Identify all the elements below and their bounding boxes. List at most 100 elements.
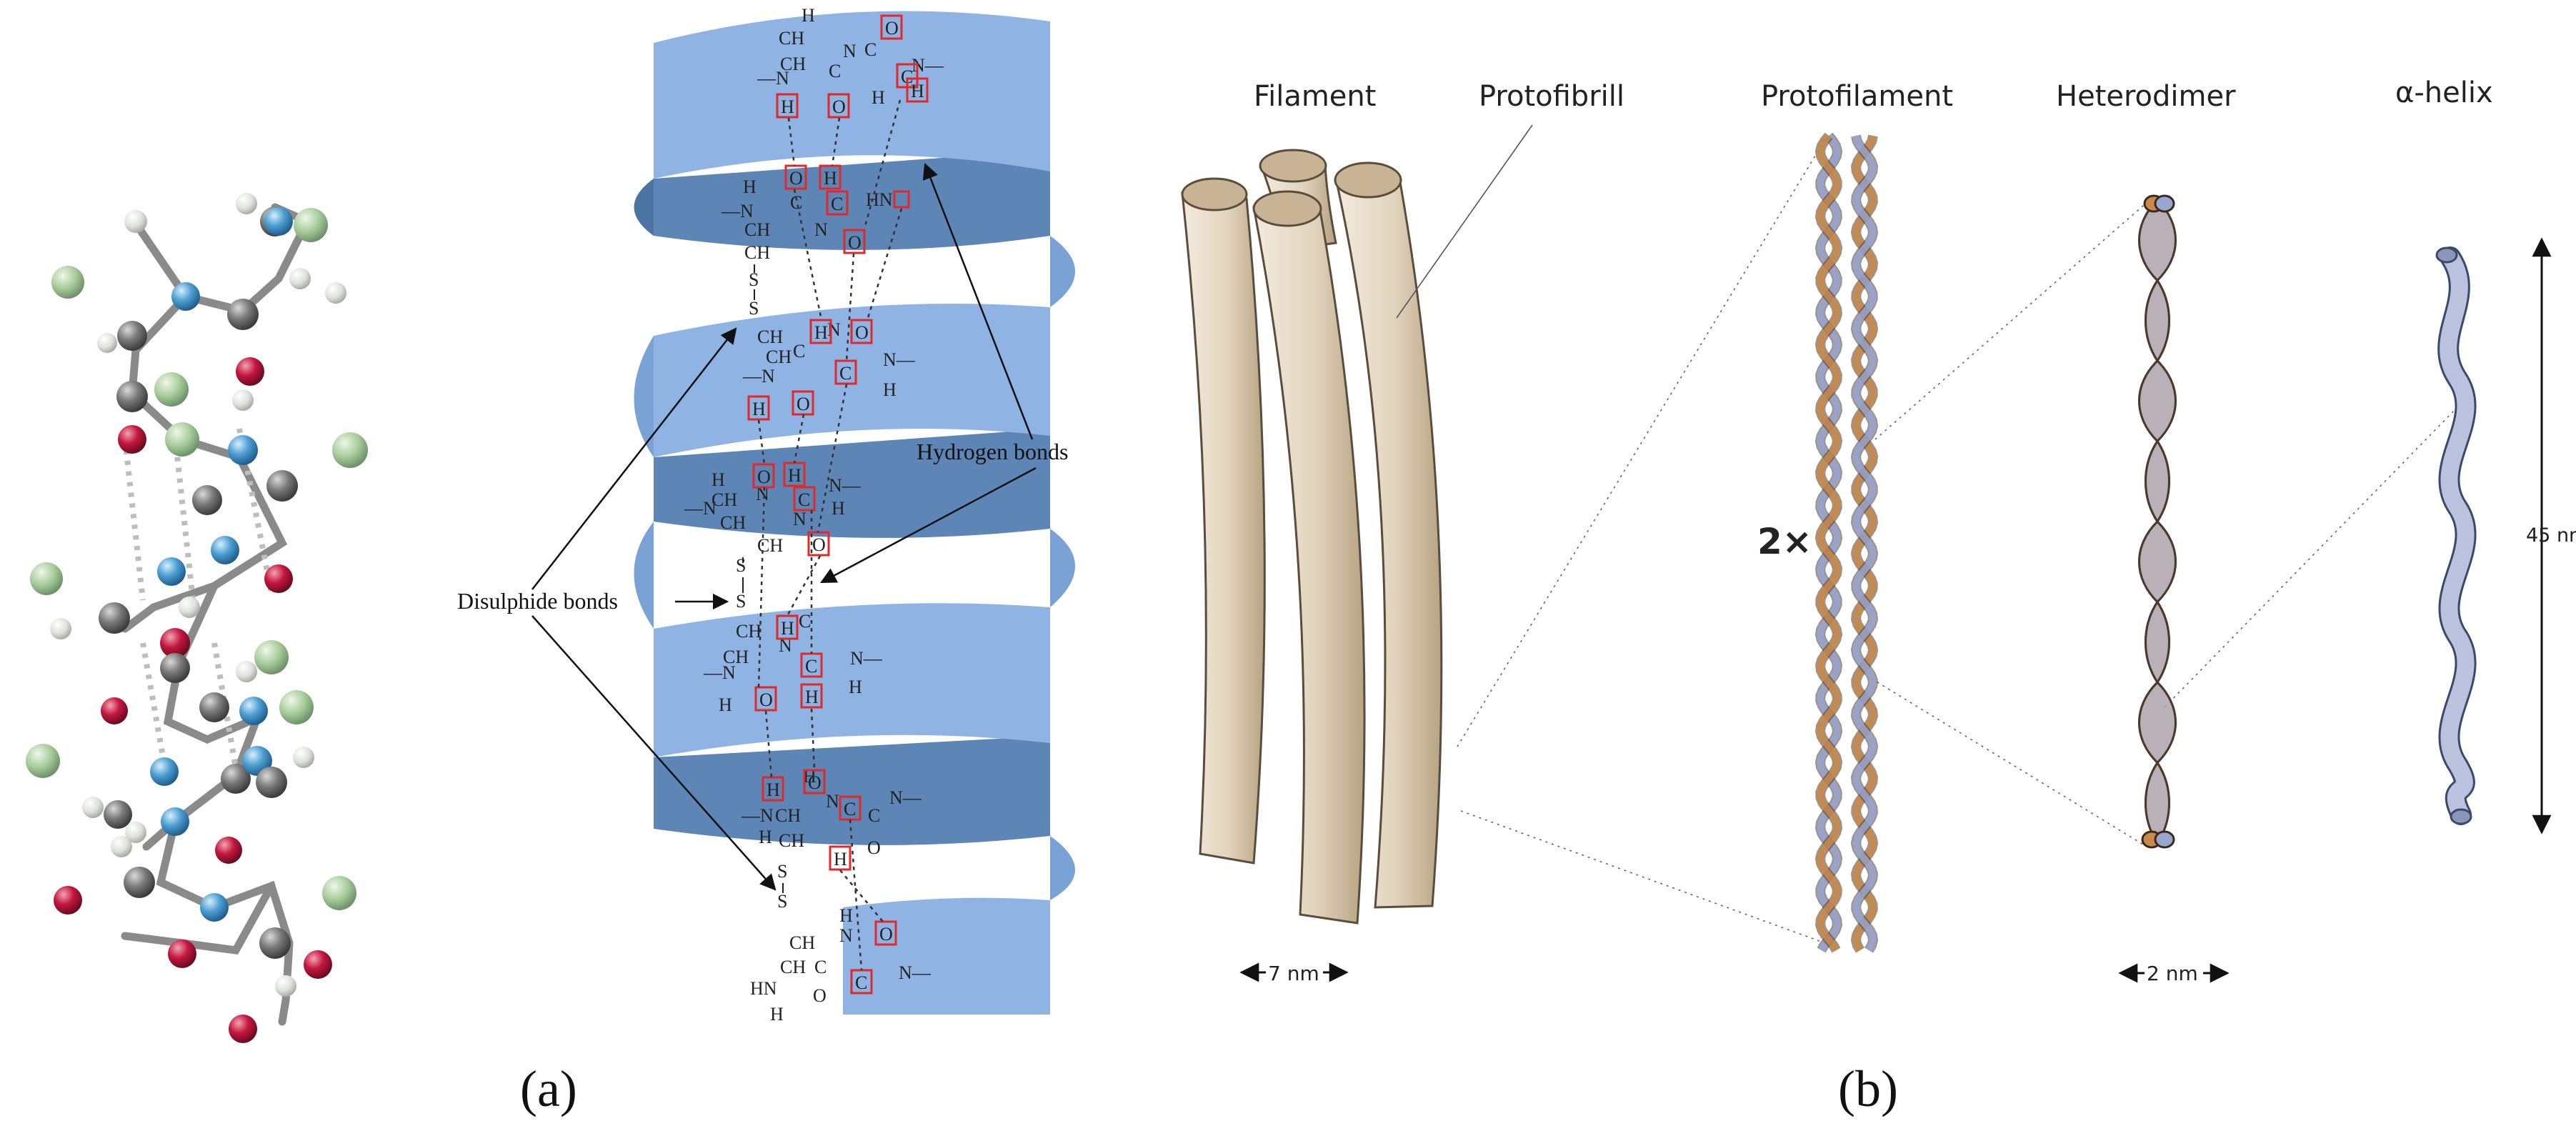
boxed-o: O [848, 232, 862, 253]
boxed-atoms: O C O H H O H C O H O C H O O H C O H C … [747, 14, 929, 995]
leader-lines [1396, 124, 2455, 944]
heterodimer-end-cap [2154, 830, 2175, 849]
bond-n: —N [742, 366, 775, 387]
boxed-h: H [752, 399, 766, 419]
boxed-c: C [901, 66, 913, 87]
atom-n: N [756, 484, 769, 504]
n-bond: N— [883, 349, 916, 370]
group-ch: CH [744, 219, 770, 240]
atom-s: S [736, 591, 746, 612]
boxed-o: O [757, 467, 771, 487]
atom-s: S [777, 861, 787, 882]
atom-c: C [799, 611, 811, 632]
boxed-o: O [812, 534, 826, 555]
ball-and-stick-helix-model [26, 193, 368, 1043]
atom-n: N [843, 41, 857, 61]
boxed-o: O [885, 18, 899, 39]
atom-h: H [802, 5, 815, 26]
alpha-helix-title: α-helix [2395, 76, 2493, 109]
heterodimer-segment [2138, 198, 2177, 282]
panel-label-b: (b) [1838, 1060, 1898, 1117]
boxed-h: H [767, 779, 780, 800]
atom-h: H [719, 694, 732, 715]
group-ch2: CH [744, 242, 770, 263]
atom-n: N [793, 509, 807, 529]
bond-n: —N [703, 662, 736, 683]
hydrogen-bond-dashes [122, 428, 274, 769]
boxed-o: O [832, 96, 846, 117]
atom-c: C [793, 341, 805, 362]
heterodimer-segment [2138, 519, 2177, 604]
group-hn: HN [750, 978, 777, 999]
filament-bundle [1181, 149, 1443, 925]
boxed-o: O [808, 772, 822, 793]
heterodimer-segment [2138, 359, 2177, 443]
ribbon-helix [634, 11, 1075, 1015]
atom-h: H [849, 677, 862, 697]
atom-s: S [749, 269, 759, 290]
atom-n: N [827, 319, 841, 340]
boxed-c: C [839, 363, 852, 384]
strand [1816, 133, 1842, 952]
group-ch2: CH [789, 932, 815, 953]
n-bond: N— [829, 475, 862, 496]
atom-h: H [883, 379, 897, 400]
atom-c: C [829, 61, 841, 81]
disulphide-bonds-label: Disulphide bonds [457, 588, 618, 614]
boxed-h: H [781, 618, 794, 639]
bond-lines [742, 264, 784, 893]
heterodimer-mirror [2138, 198, 2177, 845]
heterodimer-end-cap [2154, 194, 2175, 213]
group-ch: CH [723, 647, 749, 667]
atom-n: N [779, 635, 792, 656]
boxed-c: C [844, 799, 856, 819]
bond-n: —N [741, 805, 774, 826]
heterodimer-segment [2138, 680, 2177, 764]
hydrogen-bonds-label: Hydrogen bonds [917, 439, 1068, 464]
group-ch2: CH [736, 621, 762, 642]
boxed-c: C [855, 972, 867, 993]
boxed-o: O [759, 689, 773, 710]
boxed-h: H [834, 849, 847, 870]
atom-h: H [759, 827, 772, 847]
atom-o-plain: O [813, 985, 827, 1006]
atom-h: H [872, 87, 885, 108]
atom-h: H [770, 1004, 784, 1025]
atom-h: H [743, 176, 757, 197]
atoms [26, 193, 368, 1043]
atom-n: N [839, 925, 853, 946]
filament-scale-label: 7 nm [1268, 962, 1319, 985]
helix-length-scale-bar: 45 nm [2526, 237, 2576, 834]
atom-s: S [736, 555, 746, 576]
alpha-helix-strand [2435, 246, 2477, 825]
atom-h: H [712, 469, 725, 490]
filament-title: Filament [1254, 80, 1376, 113]
boxed-o: O [879, 924, 893, 945]
boxed-c: C [798, 489, 810, 510]
atom-c: C [814, 957, 827, 977]
heterodimer-scale-bar: 2 nm [2118, 960, 2230, 986]
atom-o-plain: O [867, 837, 881, 858]
group-ch: CH [766, 347, 792, 367]
boxed-o: O [789, 168, 803, 189]
group-ch2: CH [757, 535, 783, 556]
heterodimer-scale-label: 2 nm [2147, 962, 2198, 985]
atom-s: S [749, 298, 759, 319]
protofilament-title: Protofilament [1761, 80, 1953, 113]
heterodimer-segment [2145, 439, 2170, 524]
atom-s: S [777, 891, 787, 912]
strand [1852, 134, 1877, 952]
boxed-o: O [797, 394, 810, 414]
group-ch2: CH [779, 28, 804, 49]
boxed-h: H [824, 168, 837, 189]
boxed-h: H [814, 322, 828, 343]
heterodimer-title: Heterodimer [2056, 80, 2236, 113]
boxed-h: H [788, 465, 802, 486]
atom-c: C [868, 805, 880, 826]
atom-h: H [839, 905, 853, 926]
n-bond: N— [889, 787, 922, 808]
group-ch: CH [780, 54, 806, 74]
bond-n: —N [757, 68, 789, 89]
ribbon-chemistry: H CH N CH C —N C N— H H —N C HN CH N CH … [684, 5, 944, 1025]
